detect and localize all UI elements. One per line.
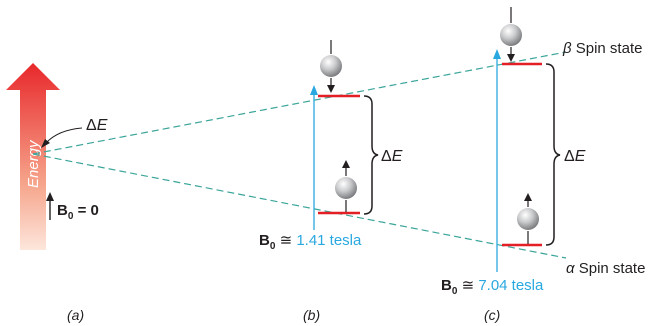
field-c-symbol: B (441, 277, 452, 294)
spin-down-ball-b (320, 40, 342, 93)
beta-greek: β (562, 40, 572, 57)
beta-split-line (33, 52, 566, 154)
delta-e-origin-e: E (97, 117, 108, 134)
field-line-c (493, 49, 501, 272)
field-line-b (310, 85, 318, 230)
field-b-symbol: B (259, 232, 270, 249)
delta-e-c-delta: Δ (564, 148, 575, 165)
field-b-approx: ≅ (275, 232, 296, 249)
field-b-value: 1.41 tesla (296, 232, 362, 249)
delta-e-origin-delta: Δ (86, 117, 97, 134)
beta-text: Spin state (572, 40, 643, 57)
delta-e-b-e: E (392, 148, 403, 165)
delta-e-c-e: E (575, 148, 586, 165)
panel-label-a: (a) (67, 307, 84, 323)
field-c-approx: ≅ (457, 277, 478, 294)
spin-down-ball-c (500, 7, 522, 62)
field-label-b: B0 ≅ 1.41 tesla (259, 232, 362, 252)
panel-label-c: (c) (484, 307, 500, 323)
beta-spin-state-label: β Spin state (562, 40, 642, 57)
delta-e-origin-label: ΔE (86, 117, 108, 134)
b0-zero-symbol: B (57, 202, 68, 219)
delta-e-pointer (41, 128, 82, 148)
b0-zero-rest: = 0 (73, 202, 98, 219)
field-c-value: 7.04 tesla (478, 277, 544, 294)
energy-label: Energy (25, 139, 42, 188)
spin-up-ball-b (335, 160, 357, 212)
alpha-spin-state-label: α Spin state (566, 260, 645, 277)
b0-zero-label: B0 = 0 (57, 202, 99, 222)
field-label-c: B0 ≅ 7.04 tesla (441, 277, 544, 297)
delta-e-label-c: ΔE (564, 148, 586, 165)
alpha-text: Spin state (575, 260, 646, 277)
delta-e-b-delta: Δ (381, 148, 392, 165)
spin-up-ball-c (517, 193, 539, 244)
b0-up-arrow (46, 192, 54, 220)
panel-label-b: (b) (303, 307, 320, 323)
delta-e-brace-c (546, 64, 560, 245)
delta-e-label-b: ΔE (381, 148, 403, 165)
delta-e-brace-b (364, 96, 378, 214)
